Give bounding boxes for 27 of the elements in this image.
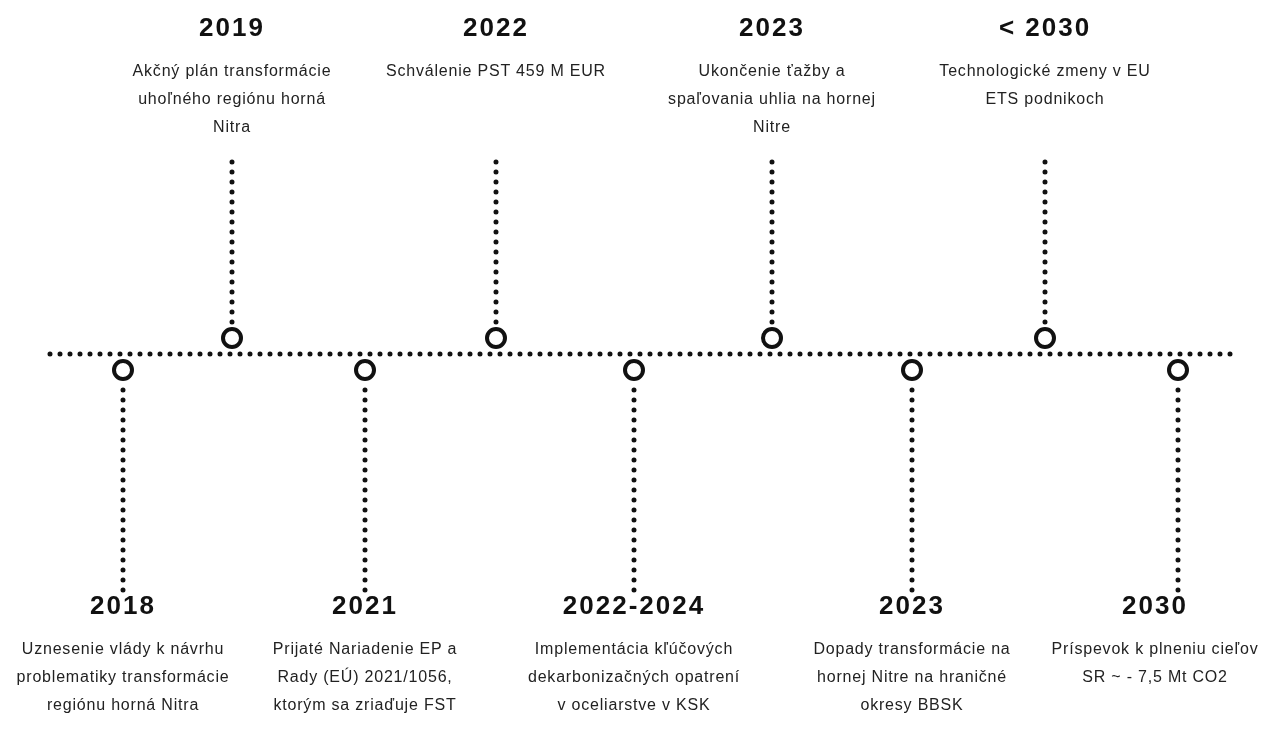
timeline-marker (1167, 359, 1189, 381)
year-heading: 2022 (463, 12, 529, 43)
timeline-marker (485, 327, 507, 349)
year-heading: 2019 (199, 12, 265, 43)
event-description: Akčný plán transformácie uhoľného regiónu horná Nitra (131, 61, 333, 137)
year-heading: 2021 (332, 590, 398, 621)
year-heading: 2023 (739, 12, 805, 43)
event-description: Príspevok k plneniu cieľov SR ~ - 7,5 Mt CO2 (1050, 639, 1260, 687)
timeline-marker (354, 359, 376, 381)
event-description: Implementácia kľúčových dekarbonizačných opatrení v oceliarstve v KSK (526, 639, 742, 715)
year-heading: 2023 (879, 590, 945, 621)
timeline-marker (112, 359, 134, 381)
event-description: Uznesenie vlády k návrhu problematiky transformácie regiónu horná Nitra (15, 639, 231, 715)
event-description: Schválenie PST 459 M EUR (385, 61, 607, 81)
event-description: Dopady transformácie na hornej Nitre na hraničné okresy BBSK (812, 639, 1012, 715)
event-description: Prijaté Nariadenie EP a Rady (EÚ) 2021/1056, ktorým sa zriaďuje FST (271, 639, 459, 715)
event-description: Technologické zmeny v EU ETS podnikoch (938, 61, 1152, 109)
year-heading: 2022-2024 (562, 590, 706, 621)
year-heading: < 2030 (998, 12, 1092, 43)
timeline-marker (901, 359, 923, 381)
year-heading: 2030 (1122, 590, 1188, 621)
timeline-marker (1034, 327, 1056, 349)
event-description: Ukončenie ťažby a spaľovania uhlia na hornej Nitre (667, 61, 877, 137)
year-heading: 2018 (90, 590, 156, 621)
timeline-marker (623, 359, 645, 381)
timeline-marker (221, 327, 243, 349)
timeline-marker (761, 327, 783, 349)
